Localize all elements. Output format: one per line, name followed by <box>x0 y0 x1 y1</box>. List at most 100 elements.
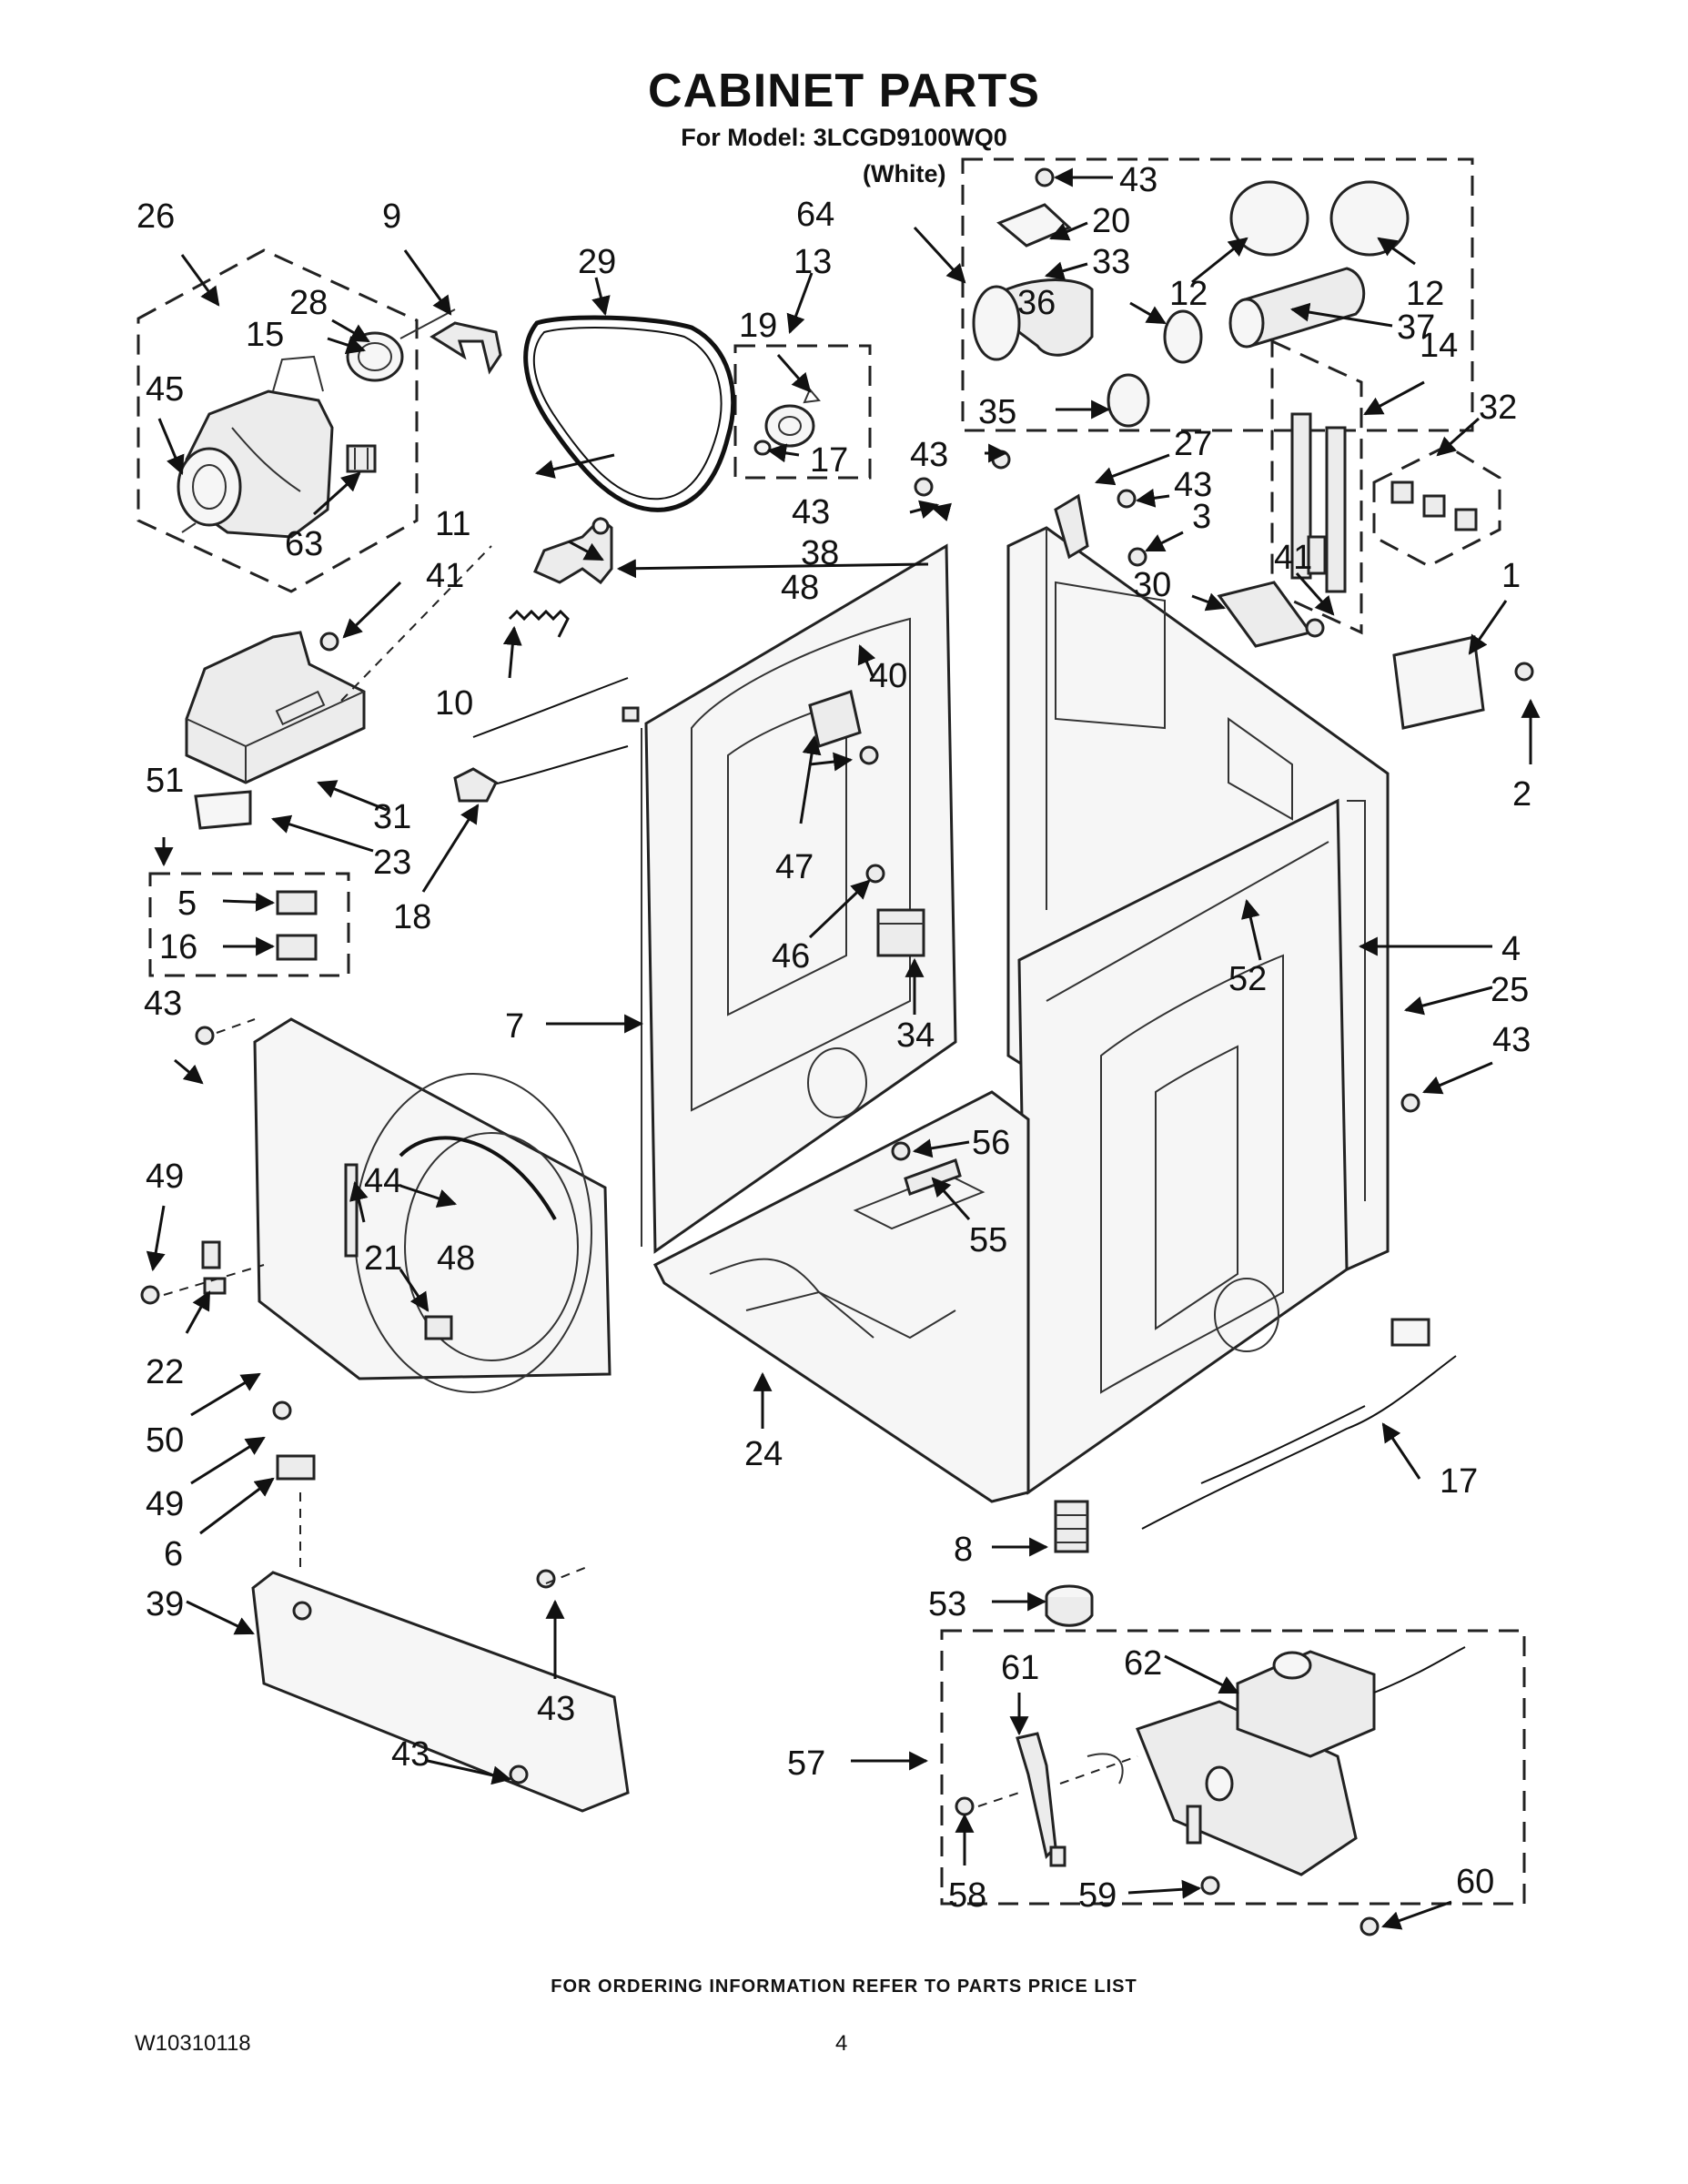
callout-51: 51 <box>146 762 184 800</box>
callout-42: 41 <box>426 557 464 595</box>
callout-1: 1 <box>1501 557 1521 595</box>
motor-seal <box>346 308 456 382</box>
callout-53: 53 <box>928 1585 966 1623</box>
callout-31: 30 <box>1133 566 1171 604</box>
callout-44: 44 <box>364 1162 402 1200</box>
callout-63: 63 <box>285 525 323 563</box>
callout-45: 46 <box>772 937 810 976</box>
leader-lines <box>146 167 1541 1930</box>
insulation-pad <box>194 790 252 830</box>
exhaust-group-outline <box>961 157 1474 432</box>
door-switch <box>276 890 318 961</box>
callout-36: 35 <box>978 393 1016 431</box>
callout-46: 47 <box>775 848 814 886</box>
callout-41-a: 41 <box>1274 539 1312 577</box>
callout-37: 36 <box>1017 284 1056 322</box>
gas-valve <box>1236 1646 1466 1758</box>
drive-motor <box>177 355 334 539</box>
callout-2: 2 <box>1512 775 1531 814</box>
terminal-group-outline <box>1270 339 1363 635</box>
callout-59: 59 <box>1078 1876 1117 1915</box>
callout-61: 61 <box>1001 1649 1039 1687</box>
callout-64: 64 <box>796 196 834 234</box>
wire-connectors <box>1390 480 1478 531</box>
rear-panel-cover <box>1392 635 1485 730</box>
callout-19: 18 <box>393 898 431 936</box>
callout-38: 37 <box>1397 308 1435 347</box>
gas-valve-coil <box>876 908 925 957</box>
callout-35: 34 <box>896 1016 935 1055</box>
terminal-block <box>1290 412 1347 593</box>
front-panel <box>253 1017 612 1393</box>
alignment-lines <box>163 545 1138 1807</box>
motor-bracket <box>430 321 502 375</box>
callout-17: 15 <box>246 316 284 354</box>
callout-13: 13 <box>793 243 832 281</box>
idler-group-outline <box>733 344 872 480</box>
wire-harness <box>1141 1318 1457 1530</box>
callout-43-b: 43 <box>792 493 830 531</box>
callout-24: 23 <box>373 844 411 882</box>
callout-43-a: 43 <box>910 436 948 474</box>
callout-5: 5 <box>177 885 197 923</box>
callout-33: 32 <box>1479 389 1517 427</box>
callout-54: 45 <box>146 370 184 409</box>
callout-3: 3 <box>1192 498 1211 536</box>
callout-58: 58 <box>948 1876 986 1915</box>
control-bracket <box>1217 581 1313 648</box>
callout-43-g: 43 <box>391 1735 430 1774</box>
moisture-sensor <box>808 690 862 748</box>
page-title: CABINET PARTS <box>648 65 1040 117</box>
callout-50: 50 <box>146 1421 184 1460</box>
callout-12-a: 12 <box>1169 275 1208 313</box>
callout-55: 55 <box>969 1221 1007 1259</box>
callout-27: 26 <box>136 197 175 236</box>
callout-28: 27 <box>1174 425 1212 463</box>
callout-49-a: 49 <box>146 1158 184 1196</box>
callout-12-b: 12 <box>1406 275 1444 313</box>
callout-43-exhaust: 43 <box>1119 161 1157 199</box>
left-side-panel <box>641 543 957 1254</box>
callout-32: 31 <box>373 798 411 836</box>
callout-62: 62 <box>1124 1644 1162 1683</box>
thermistor <box>453 767 498 803</box>
callout-4: 4 <box>1501 930 1521 968</box>
callout-16: 17 <box>1440 1462 1478 1501</box>
callout-43-d: 43 <box>1492 1021 1531 1059</box>
door-latch <box>276 1315 453 1481</box>
document-number: W10310118 <box>135 2031 251 2056</box>
door-seal <box>399 1136 557 1220</box>
callout-40: 39 <box>146 1585 184 1623</box>
callout-29: 28 <box>289 284 328 322</box>
idler-bracket <box>185 631 366 784</box>
callout-15: 16 <box>159 928 197 966</box>
callout-56: 56 <box>972 1124 1010 1162</box>
callout-41-b: 40 <box>869 657 907 695</box>
leg-cup <box>1045 1584 1094 1627</box>
toe-panel <box>251 1571 630 1813</box>
callout-14: 14 <box>1420 327 1458 365</box>
callout-47: 48 <box>781 569 819 607</box>
callout-30: 29 <box>578 243 616 281</box>
leveling-leg <box>1054 1500 1089 1553</box>
callout-26: 25 <box>1491 971 1529 1009</box>
color-variant: (White) <box>863 160 946 187</box>
drive-belt <box>523 315 736 512</box>
callout-43-e: 43 <box>144 985 182 1023</box>
model-line: For Model: 3LCGD9100WQ0 <box>681 124 1007 151</box>
callout-6: 6 <box>164 1535 183 1573</box>
idler-spring <box>508 609 570 638</box>
callout-60: 60 <box>1456 1863 1494 1901</box>
callout-25: 24 <box>744 1435 783 1473</box>
callout-18: 17 <box>810 441 848 480</box>
callout-22: 21 <box>364 1239 402 1278</box>
callout-labels: 26 9 28 15 45 63 29 13 19 17 64 43 20 33… <box>136 161 1531 1915</box>
burner-group-outline <box>940 1629 1526 1906</box>
callout-10: 10 <box>435 684 473 723</box>
moisture-sensor-harness <box>459 677 640 793</box>
callout-57: 57 <box>787 1744 825 1783</box>
callout-9: 9 <box>382 197 401 236</box>
rear-bracket <box>1054 493 1089 560</box>
callout-49-b: 49 <box>146 1485 184 1523</box>
